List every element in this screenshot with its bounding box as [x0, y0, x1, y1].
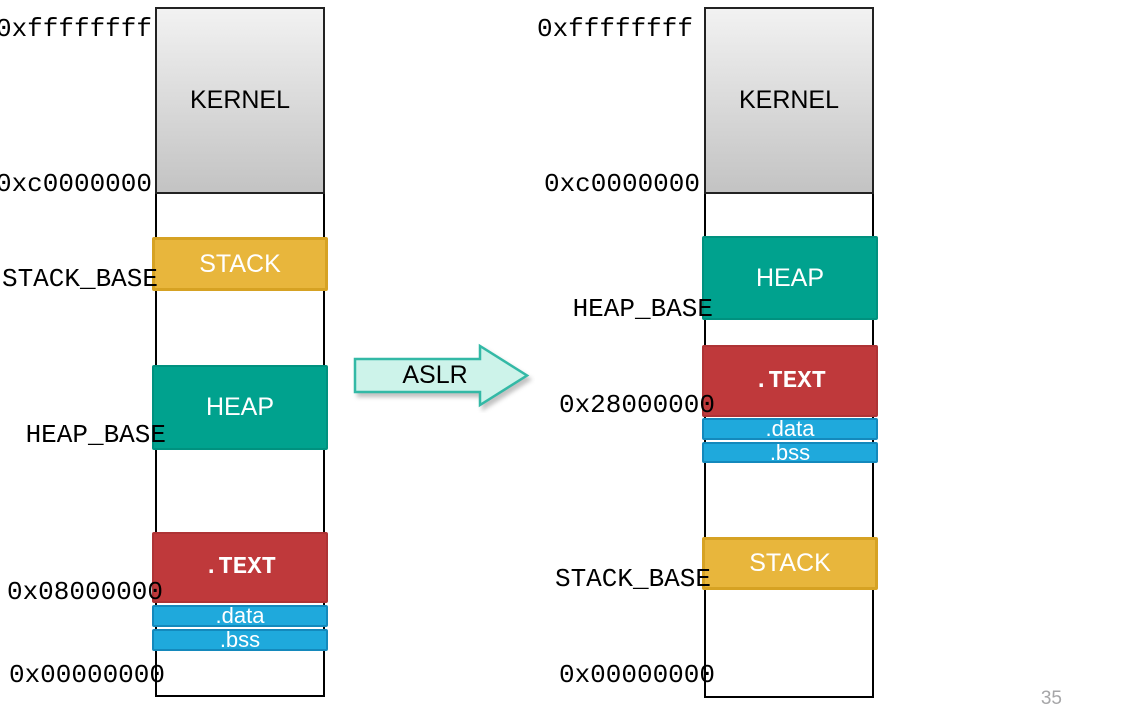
right-data-segment: .data	[702, 416, 878, 441]
right-addr-top: 0xffffffff	[536, 14, 693, 44]
left-stack-label: STACK	[199, 249, 281, 278]
page-number: 35	[1040, 688, 1062, 709]
right-data-label: .data	[765, 416, 815, 441]
left-addr-kernel-base: 0xc0000000	[0, 169, 152, 199]
left-data-label: .data	[215, 603, 265, 628]
right-stack-label: STACK	[749, 549, 831, 577]
left-text-label: .TEXT	[203, 554, 276, 581]
left-bss-label: .bss	[219, 627, 261, 652]
left-addr-text-base: 0x08000000	[6, 577, 163, 607]
right-bss-label: .bss	[769, 439, 811, 465]
aslr-arrow-icon	[353, 343, 530, 408]
right-text-label: .TEXT	[753, 367, 826, 395]
right-kernel-segment: KERNEL	[704, 7, 874, 194]
left-addr-top: 0xffffffff	[0, 14, 152, 44]
left-stack-base-label: STACK_BASE	[1, 264, 158, 294]
right-addr-bottom: 0x00000000	[558, 660, 715, 690]
right-heap-label: HEAP	[755, 263, 825, 292]
left-bss-segment: .bss	[152, 627, 328, 652]
right-stack-segment: STACK	[702, 537, 878, 590]
left-kernel-label: KERNEL	[189, 86, 291, 114]
right-stack-base-label: STACK_BASE	[554, 564, 711, 594]
right-addr-text-base: 0x28000000	[558, 390, 715, 420]
aslr-arrow-label: ASLR	[402, 361, 468, 389]
left-data-segment: .data	[152, 603, 328, 628]
right-heap-base-label: HEAP_BASE	[572, 294, 713, 324]
left-heap-label: HEAP	[205, 393, 275, 421]
left-text-segment: .TEXT	[152, 532, 328, 603]
right-kernel-label: KERNEL	[738, 86, 840, 114]
left-stack-segment: STACK	[152, 237, 328, 291]
left-heap-segment: HEAP	[152, 365, 328, 450]
right-text-segment: .TEXT	[702, 345, 878, 417]
left-addr-bottom: 0x00000000	[8, 660, 165, 690]
left-heap-base-label: HEAP_BASE	[25, 420, 166, 450]
left-kernel-segment: KERNEL	[155, 7, 325, 194]
right-heap-segment: HEAP	[702, 236, 878, 320]
right-addr-kernel-base: 0xc0000000	[543, 169, 700, 199]
right-bss-segment: .bss	[702, 439, 878, 465]
